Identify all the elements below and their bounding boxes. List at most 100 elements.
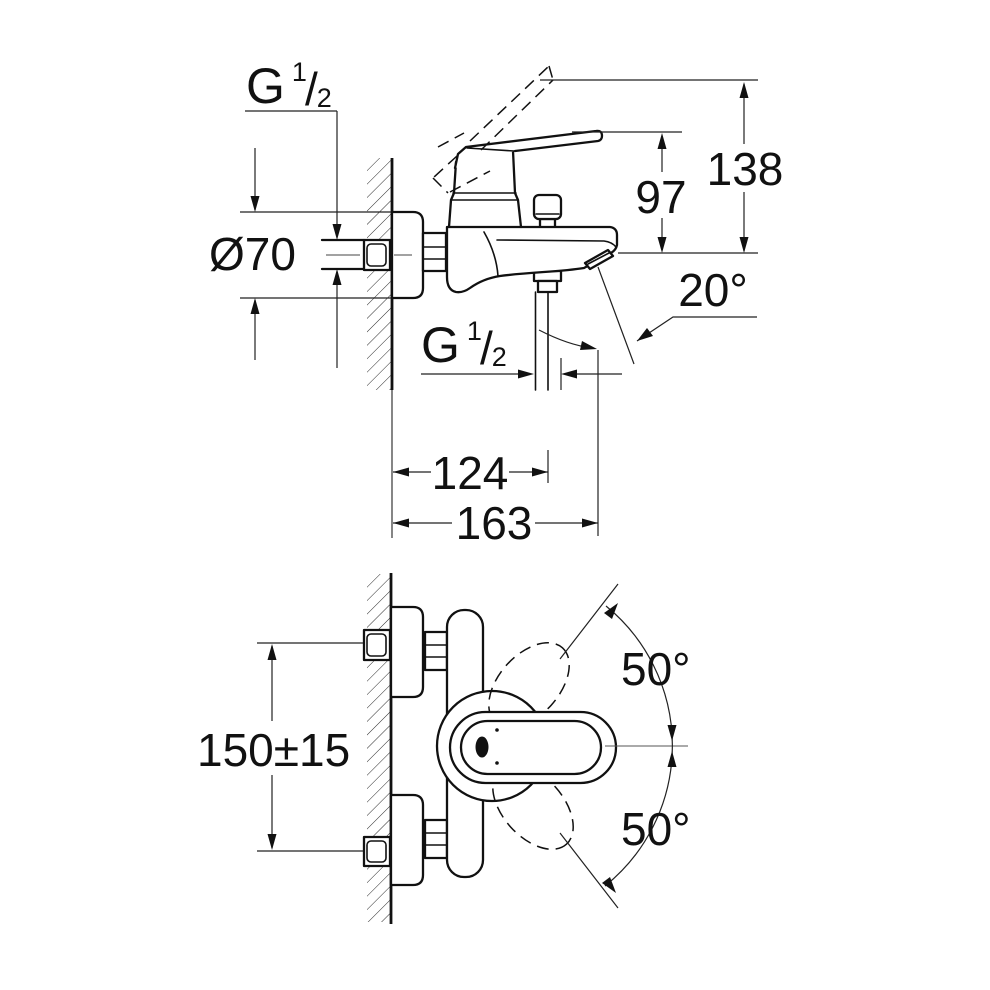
label-wall-to-spout-tip: 163 xyxy=(456,497,533,549)
arrowhead xyxy=(580,341,597,350)
arrowhead xyxy=(739,82,749,98)
union-nut xyxy=(421,231,448,273)
arrowhead xyxy=(604,603,618,619)
dimension-inlet-spacing: 150±15 xyxy=(197,642,363,852)
lever-swing-arc xyxy=(559,583,677,909)
arrowhead xyxy=(393,467,409,477)
arrowhead xyxy=(667,725,677,741)
lever-dot xyxy=(495,761,499,765)
lower-hex-nut-face xyxy=(366,840,387,863)
upper-mounting xyxy=(362,605,449,699)
wall-plan xyxy=(367,573,393,924)
inlet-thread-leader xyxy=(245,110,338,368)
lever-handle xyxy=(453,129,604,170)
body-contour-line xyxy=(483,231,499,277)
spout-top-line xyxy=(496,239,617,248)
label-swing-upper: 50° xyxy=(621,643,691,695)
lever-outer xyxy=(448,710,618,785)
lever-top-surface xyxy=(459,719,603,776)
union-hex-facets xyxy=(422,246,447,260)
arrowhead xyxy=(602,877,616,893)
dome-left-edge xyxy=(447,160,458,229)
wall-escutcheon xyxy=(390,210,425,300)
lever-position-upper-dashed xyxy=(488,642,570,728)
label-total-height: 138 xyxy=(707,143,784,195)
label-inlet-spacing: 150±15 xyxy=(197,724,350,776)
arrowhead xyxy=(393,518,409,528)
label-swing-lower: 50° xyxy=(621,803,691,855)
lever-handle-plan xyxy=(448,710,618,785)
diverter-knob xyxy=(532,193,563,230)
spout-swivel-arc xyxy=(538,329,597,350)
union-hex xyxy=(421,231,448,273)
lower-union-facets xyxy=(424,832,448,846)
dimension-swing-lower: 50° xyxy=(621,803,691,855)
wall-hatching xyxy=(367,158,392,390)
dimension-wall-to-spout-tip: 163 xyxy=(393,350,599,549)
aerator-inner-line xyxy=(587,252,610,265)
upper-hex-nut-face xyxy=(366,633,387,657)
arrowhead xyxy=(582,518,598,528)
upper-escutcheon xyxy=(389,605,425,699)
swing-arc xyxy=(604,605,673,887)
inlet-hex-nut-face xyxy=(366,243,387,267)
arrowhead xyxy=(250,298,260,314)
label-spout-angle: 20° xyxy=(678,264,748,316)
dimension-spout-angle: 20° xyxy=(597,264,757,365)
arrowhead xyxy=(667,751,677,767)
arrowhead xyxy=(267,834,277,850)
arrowhead xyxy=(637,328,653,341)
dimension-swing-upper: 50° xyxy=(621,643,691,695)
lower-mounting xyxy=(362,793,449,887)
label-body-height: 97 xyxy=(635,171,686,223)
supply-connection xyxy=(320,238,392,272)
spout-aerator xyxy=(583,248,615,271)
lever-logo-mark xyxy=(475,736,489,758)
dimension-body-height: 97 xyxy=(572,131,687,253)
dome-band-lines xyxy=(450,192,519,201)
swing-rays xyxy=(559,583,619,909)
label-wall-to-outlet: 124 xyxy=(432,447,509,499)
arrowhead xyxy=(332,269,342,285)
dimension-escutcheon-diameter: Ø70 xyxy=(209,148,391,360)
inlet-pipe xyxy=(320,238,366,271)
lever-swing-positions-dashed xyxy=(488,642,574,850)
arrowhead xyxy=(332,224,342,240)
lever-outline xyxy=(453,129,604,170)
arrowhead xyxy=(657,133,667,149)
lever-position-lower-dashed xyxy=(492,764,574,850)
upper-union-hex xyxy=(423,630,449,672)
diverter-cap xyxy=(532,193,563,221)
outlet-pipe-lines xyxy=(534,291,549,391)
outlet-nipple-thread xyxy=(536,279,559,294)
lower-escutcheon xyxy=(389,793,425,887)
d70-lines xyxy=(240,148,391,360)
dimension-wall-to-outlet: 124 xyxy=(393,447,549,499)
arrowhead xyxy=(739,237,749,253)
shower-outlet xyxy=(532,269,563,391)
arrowhead xyxy=(250,196,260,212)
dimension-total-height: 138 xyxy=(540,79,784,254)
upper-union-facets xyxy=(424,644,448,658)
arrowhead xyxy=(267,644,277,660)
arrowhead xyxy=(518,369,534,379)
lever-handle-raised-dashed xyxy=(432,65,554,194)
cartridge-dome xyxy=(447,149,523,229)
label-escutcheon-diameter: Ø70 xyxy=(209,228,296,280)
arrowhead xyxy=(657,237,667,253)
dim-138-lines xyxy=(540,79,758,254)
arrowhead xyxy=(561,369,577,379)
mixer-body xyxy=(445,225,619,294)
plan-view: 50° 50° 150±15 xyxy=(197,573,691,924)
lever-dot xyxy=(495,728,499,732)
lever-skirt-line xyxy=(466,147,515,152)
raised-lever-dashes xyxy=(432,65,554,194)
dim-150-lines xyxy=(257,642,363,852)
lower-union-hex xyxy=(423,818,449,860)
arrowhead xyxy=(532,467,548,477)
